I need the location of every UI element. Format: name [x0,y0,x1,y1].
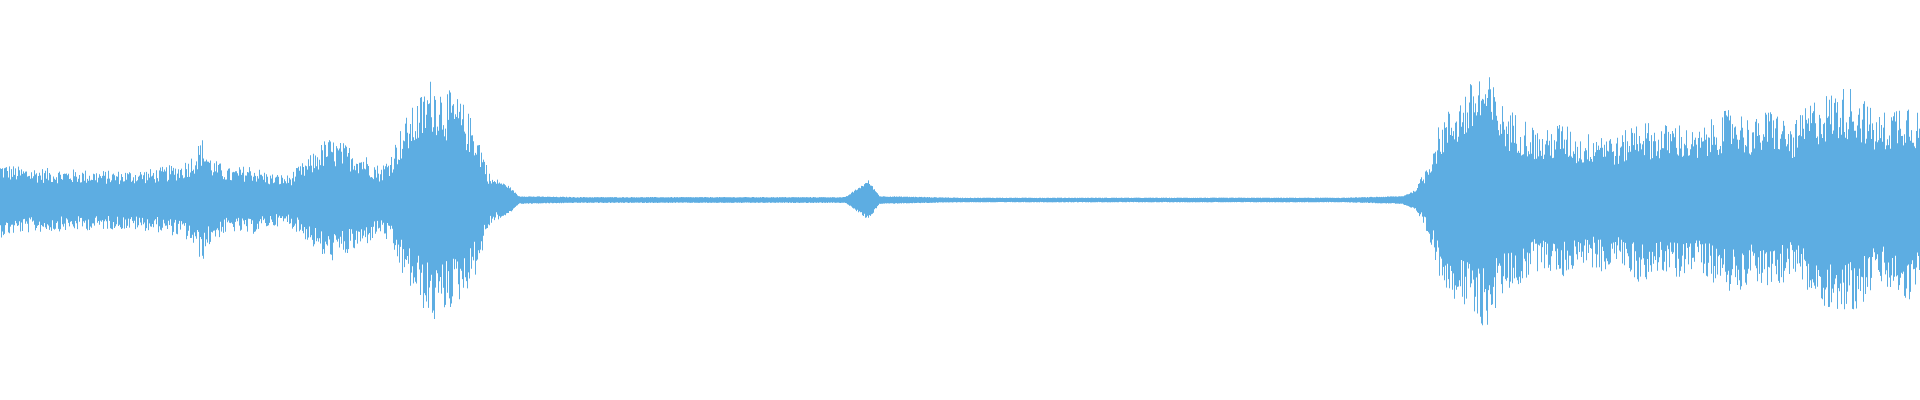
waveform-samples [0,77,1920,326]
waveform-path [0,77,1920,326]
